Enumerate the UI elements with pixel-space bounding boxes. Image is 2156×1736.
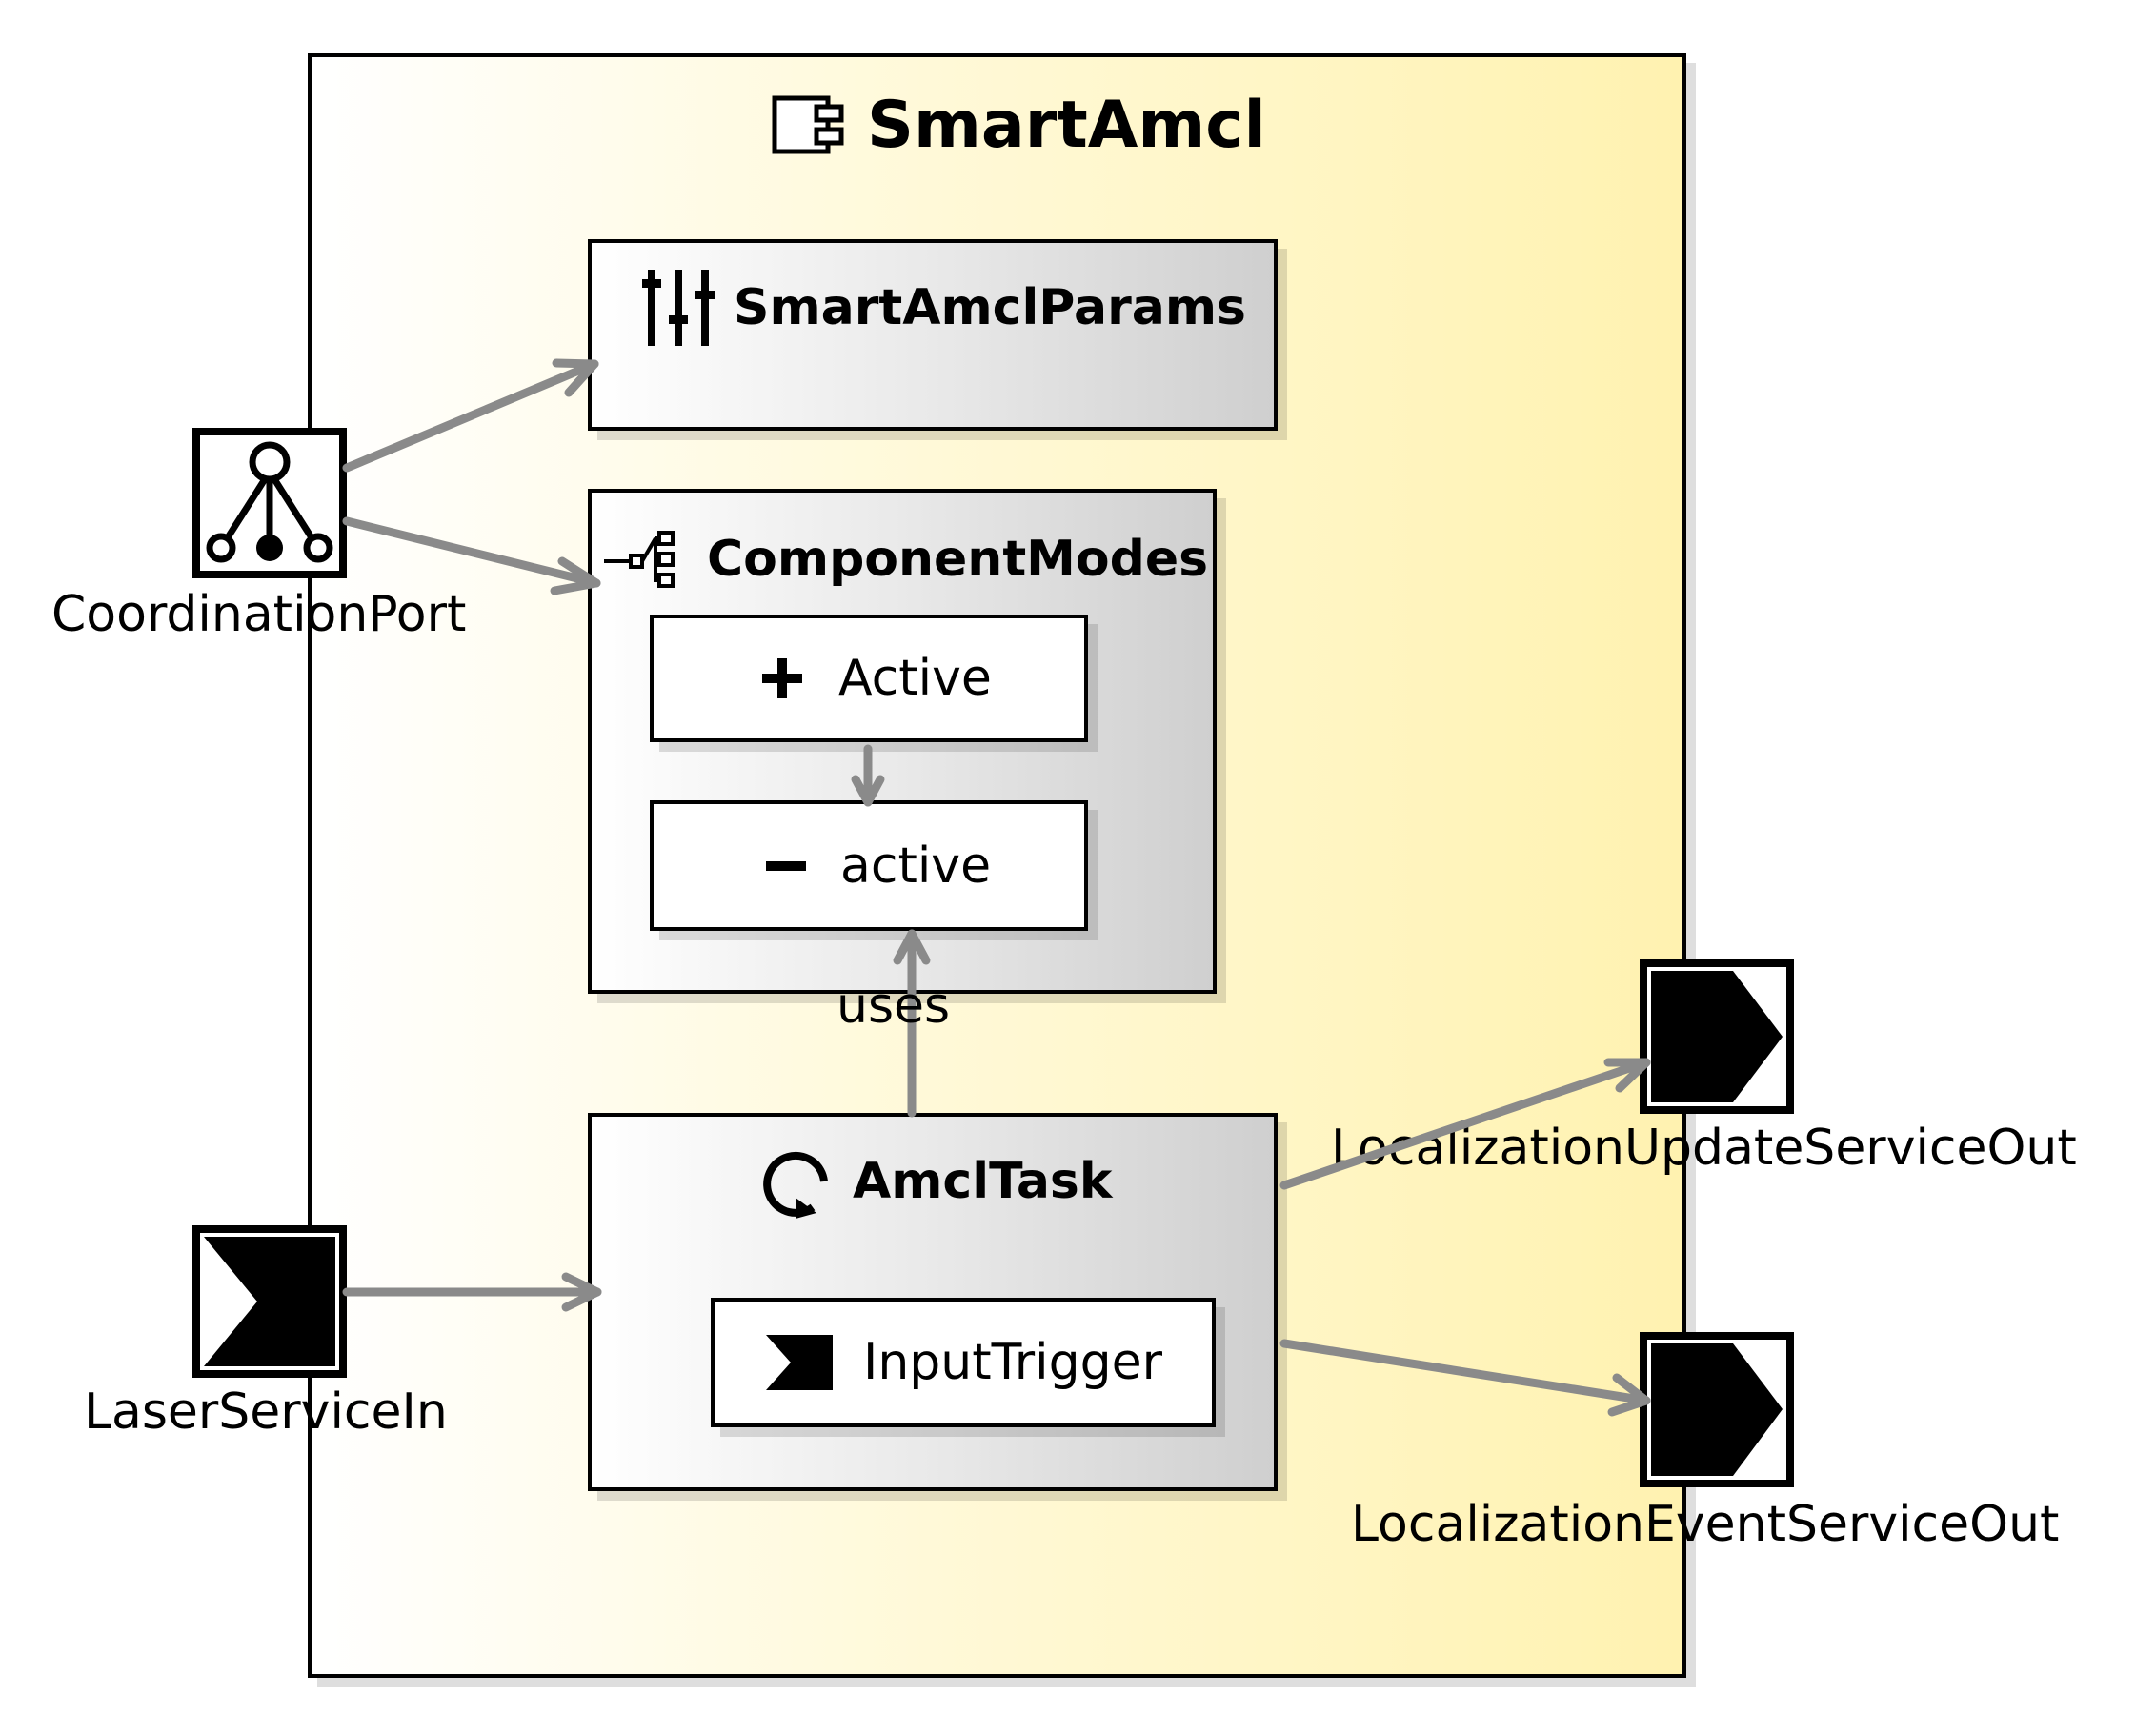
- component-icon: [772, 95, 844, 154]
- mode-item-active[interactable]: Active: [650, 615, 1088, 742]
- mode-label: Active: [838, 650, 992, 707]
- input-trigger-box[interactable]: InputTrigger: [711, 1298, 1216, 1427]
- modes-icon: [604, 531, 675, 588]
- component-title: SmartAmcl: [772, 82, 1266, 168]
- service-out-icon: [1651, 1343, 1783, 1476]
- parameters-icon: [642, 269, 715, 346]
- parameters-title: SmartAmclParams: [640, 262, 1246, 353]
- minus-icon: [766, 860, 806, 871]
- coordination-port[interactable]: [192, 428, 347, 578]
- coordination-port-icon: [206, 441, 333, 563]
- connector-coordination-to-modes: [342, 516, 601, 595]
- mode-label: active: [840, 837, 992, 895]
- parameters-name: SmartAmclParams: [734, 278, 1246, 336]
- coordination-port-label: CoordinationPort: [51, 586, 467, 643]
- component-modes-name: ComponentModes: [707, 531, 1209, 588]
- task-cycle-icon: [763, 1151, 828, 1219]
- connector-active-transition: [851, 744, 885, 807]
- laser-service-in-port[interactable]: [192, 1225, 347, 1378]
- connector-task-to-localization-event: [1279, 1339, 1651, 1417]
- service-out-icon: [1651, 971, 1783, 1102]
- localization-event-service-out-port[interactable]: [1640, 1332, 1794, 1487]
- component-modes-title: ComponentModes: [602, 516, 1208, 602]
- service-in-icon: [204, 1237, 335, 1366]
- uses-label: uses: [836, 978, 951, 1035]
- connector-coordination-to-params: [342, 358, 599, 473]
- localization-event-service-out-label: LocalizationEventServiceOut: [1351, 1496, 2060, 1553]
- task-name: AmclTask: [853, 1152, 1113, 1210]
- plus-icon: [762, 658, 802, 698]
- laser-service-in-label: LaserServiceIn: [84, 1383, 448, 1441]
- connector-task-uses-mode: [893, 929, 931, 1118]
- mode-item-active-state[interactable]: active: [650, 800, 1088, 931]
- task-title: AmclTask: [757, 1136, 1112, 1226]
- localization-update-service-out-port[interactable]: [1640, 959, 1794, 1114]
- input-trigger-icon: [766, 1335, 833, 1390]
- connector-laser-to-task: [342, 1272, 602, 1312]
- connector-task-to-localization-update: [1279, 1058, 1651, 1190]
- component-name: SmartAmcl: [867, 87, 1266, 163]
- input-trigger-label: InputTrigger: [863, 1334, 1162, 1391]
